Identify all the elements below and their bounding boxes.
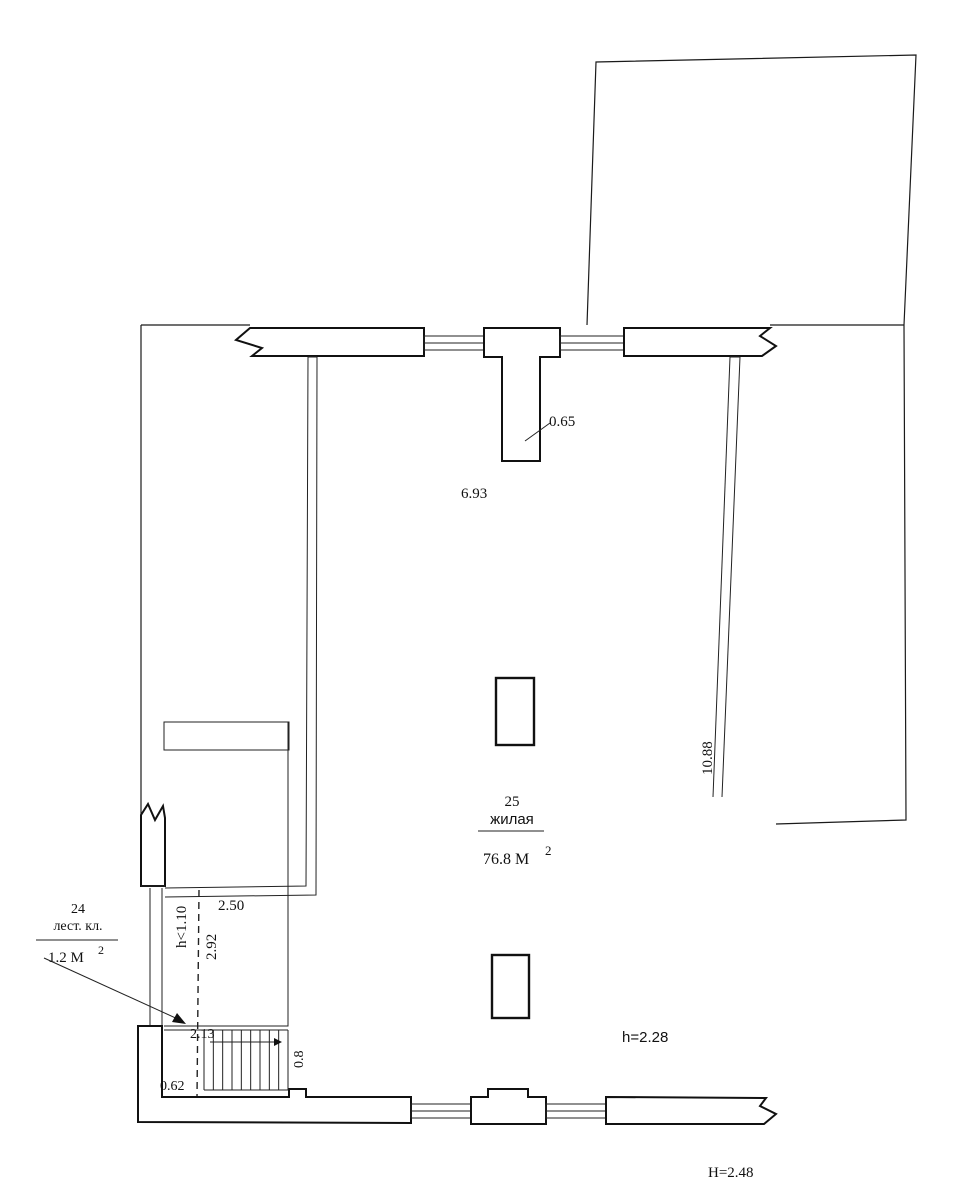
main-room-area-sup: 2 xyxy=(545,843,552,858)
stair-direction-arrowhead xyxy=(274,1038,282,1046)
pillar-leader-line xyxy=(524,422,551,442)
top-wall-left xyxy=(233,327,425,357)
dim-width-top: 6.93 xyxy=(461,486,487,502)
dim-stair-length: 2.92 xyxy=(204,934,220,960)
stair-treads xyxy=(164,1029,289,1091)
stair-room-area-sup: 2 xyxy=(98,943,104,957)
room-height-label: h=2.28 xyxy=(622,1029,668,1046)
dim-corridor-width: 2.50 xyxy=(218,898,244,914)
top-wall-right xyxy=(623,327,778,357)
bottom-pillar xyxy=(470,1088,547,1125)
stair-room-number: 24 xyxy=(71,902,85,917)
dim-pillar: 0.65 xyxy=(549,414,575,430)
floor-height-label: H=2.48 xyxy=(708,1165,754,1181)
stair-landing xyxy=(163,721,290,751)
stair-outline xyxy=(164,721,289,1027)
dim-bottom-offset: 0.62 xyxy=(160,1079,185,1094)
top-pillar xyxy=(483,327,561,462)
right-wall-outer xyxy=(712,356,731,798)
bottom-wall-right xyxy=(605,1095,778,1125)
stair-label-arrowhead xyxy=(172,1013,186,1024)
main-room-area: 76.8 М xyxy=(483,851,529,868)
stair-label-pointer xyxy=(43,957,181,1021)
stair-room-name: лест. кл. xyxy=(53,919,102,934)
dim-stair-height-note: h<1.10 xyxy=(174,906,190,948)
left-partition-inner xyxy=(164,356,318,898)
annex-outline xyxy=(586,54,917,326)
bottom-wall-left xyxy=(137,1025,412,1125)
main-room-name: жилая xyxy=(490,811,534,828)
stair-dashed-line xyxy=(196,889,200,1099)
stair-room-area: 1.2 М xyxy=(48,950,84,966)
column-lower xyxy=(490,953,531,1020)
left-partition-outer xyxy=(164,356,309,889)
dim-length-right: 10.88 xyxy=(700,741,716,775)
staircase xyxy=(163,721,290,1027)
dim-stair-width: 2.13 xyxy=(190,1027,215,1042)
outline-right xyxy=(775,324,907,825)
right-wall-inner xyxy=(721,356,741,798)
main-room-number: 25 xyxy=(505,794,520,810)
column-middle xyxy=(494,676,536,747)
dim-stair-step: 0.8 xyxy=(292,1051,307,1069)
left-wall-stub xyxy=(140,801,166,887)
